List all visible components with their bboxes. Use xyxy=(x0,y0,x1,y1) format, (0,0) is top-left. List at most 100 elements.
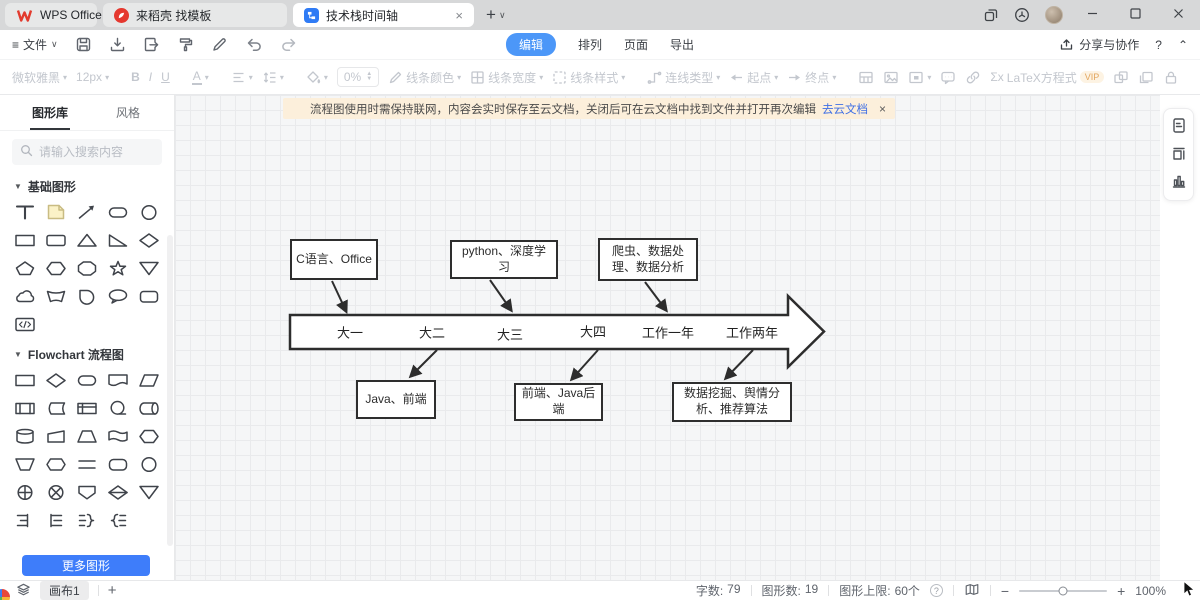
font-size-select[interactable]: 12px ▾ xyxy=(76,70,109,84)
download-icon[interactable] xyxy=(109,36,126,53)
timeline-label-year2[interactable]: 大二 xyxy=(418,325,446,341)
timeline-label-year3[interactable]: 大三 xyxy=(496,327,524,343)
shape-search-input[interactable] xyxy=(39,145,149,159)
connector-top-1[interactable] xyxy=(331,280,348,314)
italic-button[interactable]: I xyxy=(148,70,153,84)
section-basic-shapes[interactable]: ▼ 基础图形 xyxy=(0,171,174,198)
file-menu[interactable]: ≡ 文件 ∨ xyxy=(12,36,58,53)
user-avatar[interactable] xyxy=(1045,6,1063,24)
zoom-slider[interactable] xyxy=(1019,586,1108,595)
opacity-input[interactable]: 0% ▲▼ xyxy=(336,67,380,87)
shape-wave-rectangle-icon[interactable] xyxy=(105,426,131,445)
shape-brace-right-icon[interactable] xyxy=(74,510,100,529)
font-family-select[interactable]: 微软雅黑 ▾ xyxy=(12,69,67,86)
share-collaborate-button[interactable]: 分享与协作 xyxy=(1059,36,1139,53)
add-canvas-button[interactable]: + xyxy=(107,582,117,599)
minimize-button[interactable] xyxy=(1078,8,1106,22)
shape-cloud-icon[interactable] xyxy=(12,286,38,305)
close-window-button[interactable] xyxy=(1164,8,1192,22)
shape-speech-bubble-icon[interactable] xyxy=(105,286,131,305)
line-color-button[interactable]: 线条颜色 ▾ xyxy=(388,69,461,86)
map-overview-icon[interactable] xyxy=(964,582,980,600)
zoom-out-button[interactable]: − xyxy=(1000,582,1010,599)
connector-bottom-3[interactable] xyxy=(723,349,754,381)
shape-decision-icon[interactable] xyxy=(43,370,69,389)
connector-bottom-2[interactable] xyxy=(569,349,599,382)
comment-icon[interactable] xyxy=(940,70,956,85)
help-button[interactable]: ? xyxy=(1155,37,1162,52)
timeline-label-work2[interactable]: 工作两年 xyxy=(725,325,779,341)
timeline-label-year1[interactable]: 大一 xyxy=(336,325,364,341)
shape-diamond-icon[interactable] xyxy=(136,230,162,249)
shape-text-icon[interactable] xyxy=(12,202,38,221)
insert-shape-button[interactable]: ▾ xyxy=(908,70,931,85)
connector-top-3[interactable] xyxy=(644,281,668,313)
shape-rounded-rectangle-icon[interactable] xyxy=(43,230,69,249)
shape-parallel-mode-icon[interactable] xyxy=(74,454,100,473)
format-painter-icon[interactable] xyxy=(177,36,194,53)
shape-circle-icon[interactable] xyxy=(136,202,162,221)
hyperlink-icon[interactable] xyxy=(965,70,981,85)
shape-right-triangle-icon[interactable] xyxy=(105,230,131,249)
sidebar-tab-style[interactable]: 风格 xyxy=(116,106,141,120)
page-settings-icon[interactable] xyxy=(1171,117,1187,137)
tab-wps-office[interactable]: WPS Office xyxy=(5,3,102,27)
shape-pentagon-icon[interactable] xyxy=(12,258,38,277)
timeline-label-work1[interactable]: 工作一年 xyxy=(641,325,695,341)
connector-type-button[interactable]: 连线类型 ▾ xyxy=(647,69,720,86)
menu-tab-page[interactable]: 页面 xyxy=(624,38,649,52)
layout-icon[interactable] xyxy=(858,70,874,85)
menu-tab-edit[interactable]: 编辑 xyxy=(505,33,556,56)
workbench-icon[interactable] xyxy=(983,7,999,23)
shape-pill-icon[interactable] xyxy=(105,202,131,221)
shape-search-box[interactable] xyxy=(12,139,162,165)
timeline-box-year2-bottom[interactable]: Java、前端 xyxy=(356,380,436,419)
canvas-tab-1[interactable]: 画布1 xyxy=(40,581,89,600)
shape-brace-left-icon[interactable] xyxy=(105,510,131,529)
tab-close-icon[interactable]: × xyxy=(455,7,463,23)
chart-icon[interactable] xyxy=(1171,173,1187,192)
shape-teardrop-icon[interactable] xyxy=(74,286,100,305)
timeline-box-year1-top[interactable]: C语言、Office xyxy=(290,239,378,280)
shape-manual-operation-icon[interactable] xyxy=(43,426,69,445)
sidebar-tab-shape-library[interactable]: 图形库 xyxy=(29,106,71,130)
shape-terminator-icon[interactable] xyxy=(74,370,100,389)
timeline-box-year4-bottom[interactable]: 前端、Java后端 xyxy=(514,383,603,421)
new-tab-button[interactable]: + xyxy=(486,5,496,24)
shape-or-junction-icon[interactable] xyxy=(12,482,38,501)
shape-collate-icon[interactable] xyxy=(105,482,131,501)
promo-badge-icon[interactable] xyxy=(0,589,10,600)
group-icon[interactable] xyxy=(1113,70,1129,85)
shape-trapezoid-icon[interactable] xyxy=(74,426,100,445)
shape-off-page-icon[interactable] xyxy=(74,482,100,501)
redo-icon[interactable] xyxy=(280,36,298,53)
shape-star-icon[interactable] xyxy=(105,258,131,277)
shape-merge-icon[interactable] xyxy=(136,482,162,501)
shape-rounded-process-icon[interactable] xyxy=(105,454,131,473)
end-point-button[interactable]: 终点 ▾ xyxy=(787,69,836,86)
maximize-button[interactable] xyxy=(1121,8,1149,22)
timeline-box-work1-top[interactable]: 爬虫、数据处理、数据分析 xyxy=(598,238,698,281)
shape-bracket-left-icon[interactable] xyxy=(43,510,69,529)
tab-document-active[interactable]: 技术栈时间轴 × xyxy=(293,3,474,27)
shape-document-icon[interactable] xyxy=(105,370,131,389)
lock-icon[interactable] xyxy=(1163,70,1179,85)
labs-icon[interactable] xyxy=(1014,7,1030,23)
section-flowchart-shapes[interactable]: ▼ Flowchart 流程图 xyxy=(0,339,174,366)
align-button[interactable]: ▾ xyxy=(231,70,253,85)
start-point-button[interactable]: 起点 ▾ xyxy=(729,69,778,86)
shape-hexagon2-icon[interactable] xyxy=(43,454,69,473)
shape-sticky-note-icon[interactable] xyxy=(43,202,69,221)
fill-color-button[interactable]: ▾ xyxy=(306,70,328,85)
shape-summing-junction-icon[interactable] xyxy=(43,482,69,501)
shape-triangle-icon[interactable] xyxy=(74,230,100,249)
shape-stored-data-icon[interactable] xyxy=(43,398,69,417)
edit-pen-icon[interactable] xyxy=(211,36,228,53)
shape-arrow-icon[interactable] xyxy=(74,202,100,221)
tab-docer-templates[interactable]: 来稻壳 找模板 xyxy=(103,3,287,27)
line-width-button[interactable]: 线条宽度 ▾ xyxy=(470,69,543,86)
timeline-box-year3-top[interactable]: python、深度学习 xyxy=(450,240,558,279)
shape-rounded-box-icon[interactable] xyxy=(136,286,162,305)
insert-image-icon[interactable] xyxy=(883,70,899,85)
save-icon[interactable] xyxy=(75,36,92,53)
